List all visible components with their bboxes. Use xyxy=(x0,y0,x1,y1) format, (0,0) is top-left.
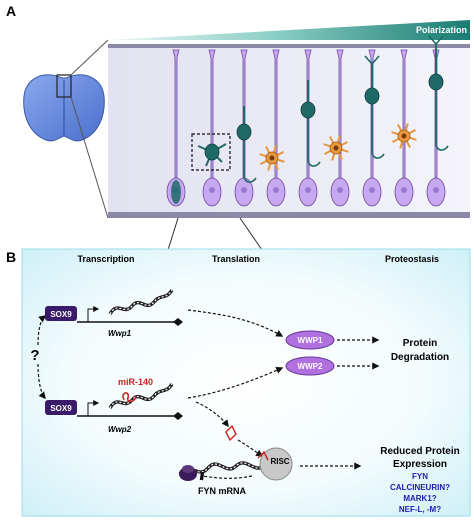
tss-arrow-1 xyxy=(87,306,100,322)
fyn-mrna-label: FYN mRNA xyxy=(198,486,247,496)
fyn-mrna-complex: RISC FYN mRNA xyxy=(178,447,293,496)
sox9-label-2: SOX9 xyxy=(50,404,72,413)
reduced-expression-line2: Expression xyxy=(393,459,447,470)
target-nefl: NEF-L, -M? xyxy=(399,505,441,514)
radial-glia-cell xyxy=(394,49,414,207)
glial-star-cell xyxy=(323,135,349,161)
target-calcineurin: CALCINEURIN? xyxy=(390,483,450,492)
pial-surface xyxy=(108,44,470,48)
header-transcription: Transcription xyxy=(77,254,134,264)
glial-star-cell xyxy=(391,123,417,149)
radial-glia-cell xyxy=(202,49,222,207)
gene-name-1: Wwp1 xyxy=(108,329,132,338)
neuron-dendrite-tip xyxy=(364,55,380,65)
sox9-label-1: SOX9 xyxy=(50,310,72,319)
migrating-neuron xyxy=(428,44,449,151)
wwp1-label: WWP1 xyxy=(298,336,323,345)
wwp2-protein xyxy=(285,356,335,376)
zoom-line-b-right xyxy=(239,217,263,251)
glial-star-cell xyxy=(259,145,285,171)
radial-glia-cell xyxy=(266,49,286,207)
dna-end-2 xyxy=(173,412,183,420)
header-translation: Translation xyxy=(212,254,260,264)
protein-degradation-line1: Protein xyxy=(403,338,437,349)
neuron-dendrite-tip xyxy=(428,35,444,45)
risc-label: RISC xyxy=(270,457,289,466)
sox9-box-1 xyxy=(45,306,77,321)
zoom-box xyxy=(56,74,72,98)
inhibition-arrow xyxy=(199,471,253,481)
header-proteostasis: Proteostasis xyxy=(385,254,439,264)
mir140-hairpin xyxy=(122,392,137,403)
target-fyn: FYN xyxy=(412,472,428,481)
panel-b-background xyxy=(21,248,471,517)
gene-name-2: Wwp2 xyxy=(108,425,132,434)
arrow-to-wwp2 xyxy=(187,366,284,399)
panel-a-label: A xyxy=(6,3,16,19)
sox9-box-2 xyxy=(45,400,77,415)
zoom-line-bottom xyxy=(70,96,109,219)
arrow-mir140-processing xyxy=(195,401,229,428)
neuron-layer xyxy=(197,35,449,183)
zoom-line-b-left xyxy=(167,217,179,251)
migrating-neuron xyxy=(364,62,385,159)
arrow-question-to-gene1 xyxy=(37,315,47,346)
migrating-neuron xyxy=(197,143,227,167)
ventricular-surface xyxy=(108,212,470,218)
gene-wwp1: SOX9 Wwp1 xyxy=(45,289,183,338)
mature-mirna xyxy=(225,424,237,442)
protein-degradation-line2: Degradation xyxy=(391,352,449,363)
migrating-neuron xyxy=(236,106,257,183)
migrating-neuron xyxy=(300,80,321,167)
polarization-label: Polarization xyxy=(416,25,467,35)
radial-glia-cell xyxy=(330,49,350,207)
tissue-background xyxy=(108,44,470,218)
panel-b-label: B xyxy=(6,249,16,265)
wwp1-protein xyxy=(285,330,335,350)
target-mark1: MARK1? xyxy=(403,494,436,503)
polarization-gradient: Polarization xyxy=(110,20,470,40)
tss-arrow-2 xyxy=(87,400,100,416)
arrow-to-wwp1 xyxy=(187,309,284,337)
reduced-expression-line1: Reduced Protein xyxy=(380,446,459,457)
radial-glia-cell xyxy=(166,49,186,207)
zoom-line-top xyxy=(70,39,109,76)
spinal-cord-section xyxy=(23,74,105,142)
mir140-label: miR-140 xyxy=(118,377,153,387)
dna-end-1 xyxy=(173,318,183,326)
risc-complex xyxy=(259,447,293,481)
arrow-question-to-gene2 xyxy=(37,363,46,400)
gene-wwp2: SOX9 miR-140 Wwp2 xyxy=(45,377,183,434)
wwp2-label: WWP2 xyxy=(298,362,323,371)
selection-box xyxy=(191,133,231,171)
question-mark: ? xyxy=(30,347,39,364)
